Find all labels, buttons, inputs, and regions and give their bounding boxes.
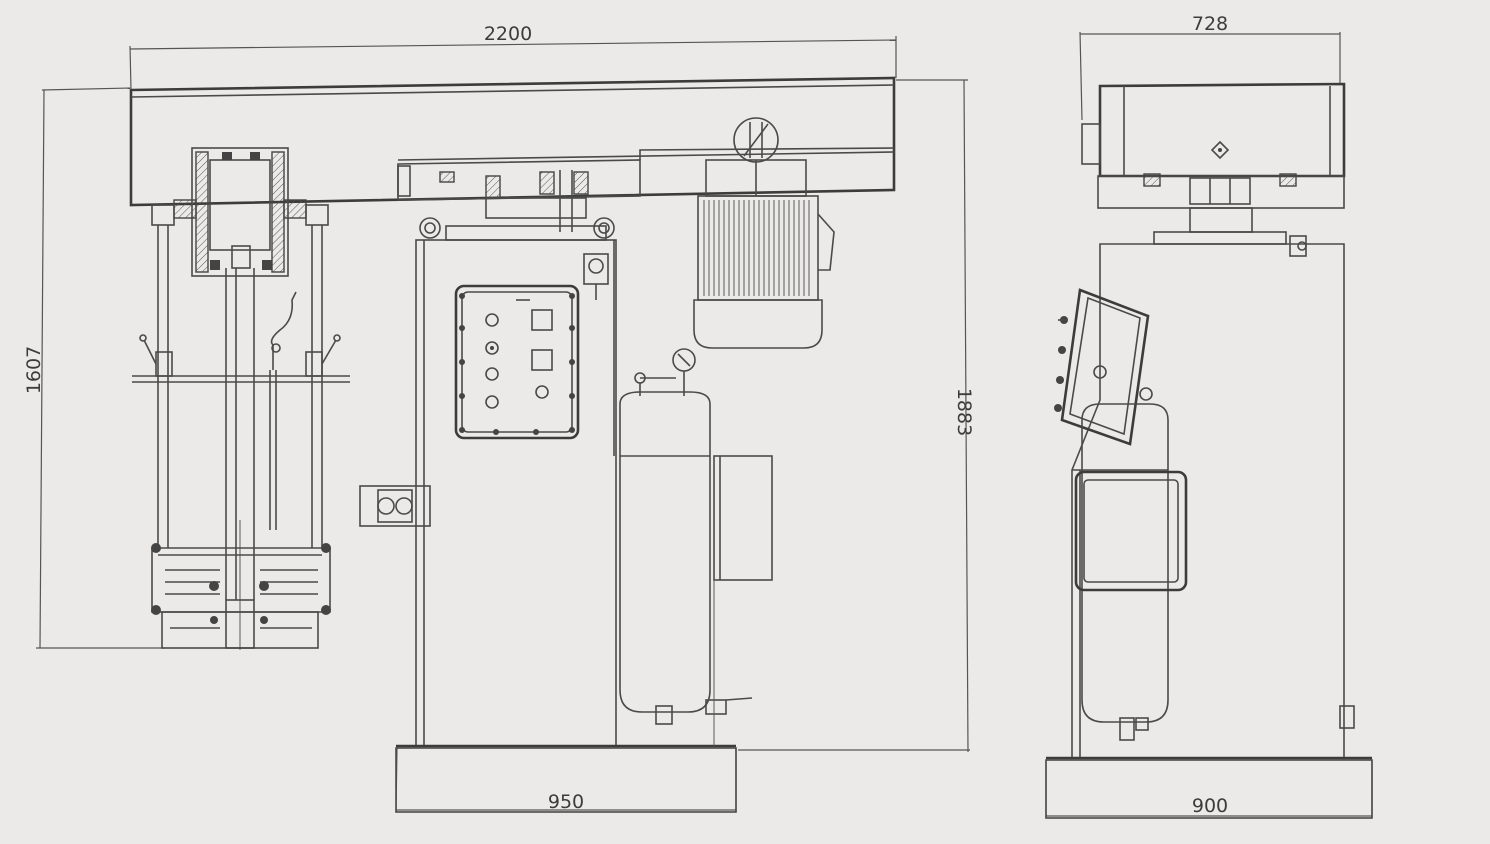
side-head-housing	[1081, 82, 1346, 233]
dimension-label-1607: 1607	[23, 346, 45, 394]
side-pressure-tank	[1074, 365, 1188, 741]
pressure-tank	[613, 240, 773, 746]
hand-wheel-gearbox	[359, 485, 431, 527]
dimension-line-top-728	[1079, 31, 1341, 121]
dimension-label-1883: 1883	[953, 388, 975, 436]
motor-cooling-fins	[703, 200, 810, 296]
dimension-label-2200: 2200	[484, 23, 532, 45]
drive-pulley-section	[397, 147, 895, 232]
top-beam	[129, 76, 896, 207]
dimension-label-950: 950	[548, 791, 584, 813]
dimension-label-728: 728	[1192, 13, 1228, 35]
control-panel	[454, 284, 580, 440]
side-view: 728 900	[1045, 13, 1373, 819]
dimension-label-900: 900	[1192, 795, 1228, 817]
side-control-panel	[1054, 288, 1150, 446]
lift-cylinder-housing	[173, 147, 307, 277]
dimension-line-left-1607	[36, 87, 165, 649]
electric-motor	[693, 117, 835, 349]
front-view: 2200 1607 1883 950	[23, 23, 975, 813]
guide-rods	[132, 204, 350, 650]
mixing-head	[151, 543, 331, 649]
side-cabinet	[1045, 231, 1373, 819]
dimension-line-right-1883	[738, 79, 970, 753]
machine-cabinet	[395, 217, 737, 813]
dimension-line-top-2200	[129, 36, 897, 91]
